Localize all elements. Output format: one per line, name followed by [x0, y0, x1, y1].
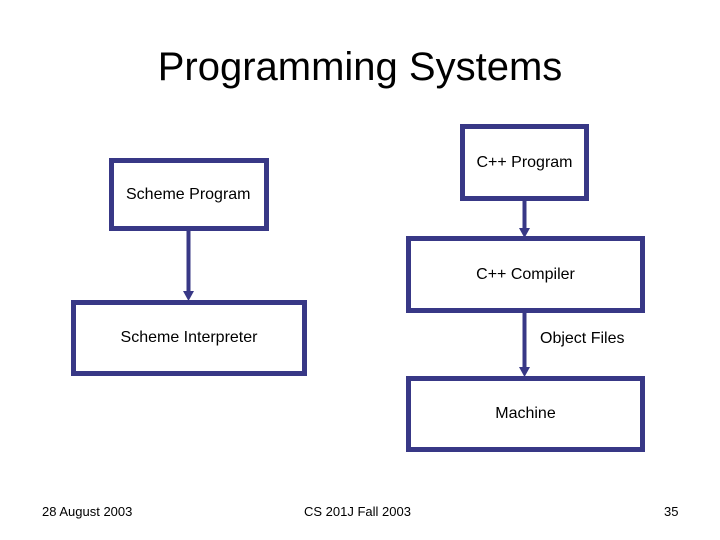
slide-footer: 28 August 2003 CS 201J Fall 2003 35 [0, 490, 720, 540]
arrow-scheme-program-to-interpreter [180, 231, 197, 301]
node-scheme-interpreter[interactable]: Scheme Interpreter [71, 300, 307, 376]
arrow-cpp-program-to-compiler [516, 200, 533, 238]
footer-page-number: 35 [664, 504, 679, 519]
arrow-cpp-compiler-to-machine [516, 312, 533, 377]
node-cpp-compiler[interactable]: C++ Compiler [406, 236, 645, 313]
node-scheme-program-label: Scheme Program [126, 185, 251, 203]
footer-date: 28 August 2003 [42, 504, 133, 519]
node-cpp-compiler-label: C++ Compiler [476, 265, 575, 283]
node-machine[interactable]: Machine [406, 376, 645, 452]
page-title: Programming Systems [157, 45, 563, 89]
footer-course: CS 201J Fall 2003 [304, 504, 411, 519]
node-cpp-program[interactable]: C++ Program [460, 124, 589, 201]
node-cpp-program-label: C++ Program [476, 153, 573, 171]
node-scheme-interpreter-label: Scheme Interpreter [120, 329, 258, 346]
edge-label-object-files: Object Files [540, 330, 625, 347]
node-scheme-program[interactable]: Scheme Program [109, 158, 269, 231]
node-machine-label: Machine [495, 405, 556, 422]
